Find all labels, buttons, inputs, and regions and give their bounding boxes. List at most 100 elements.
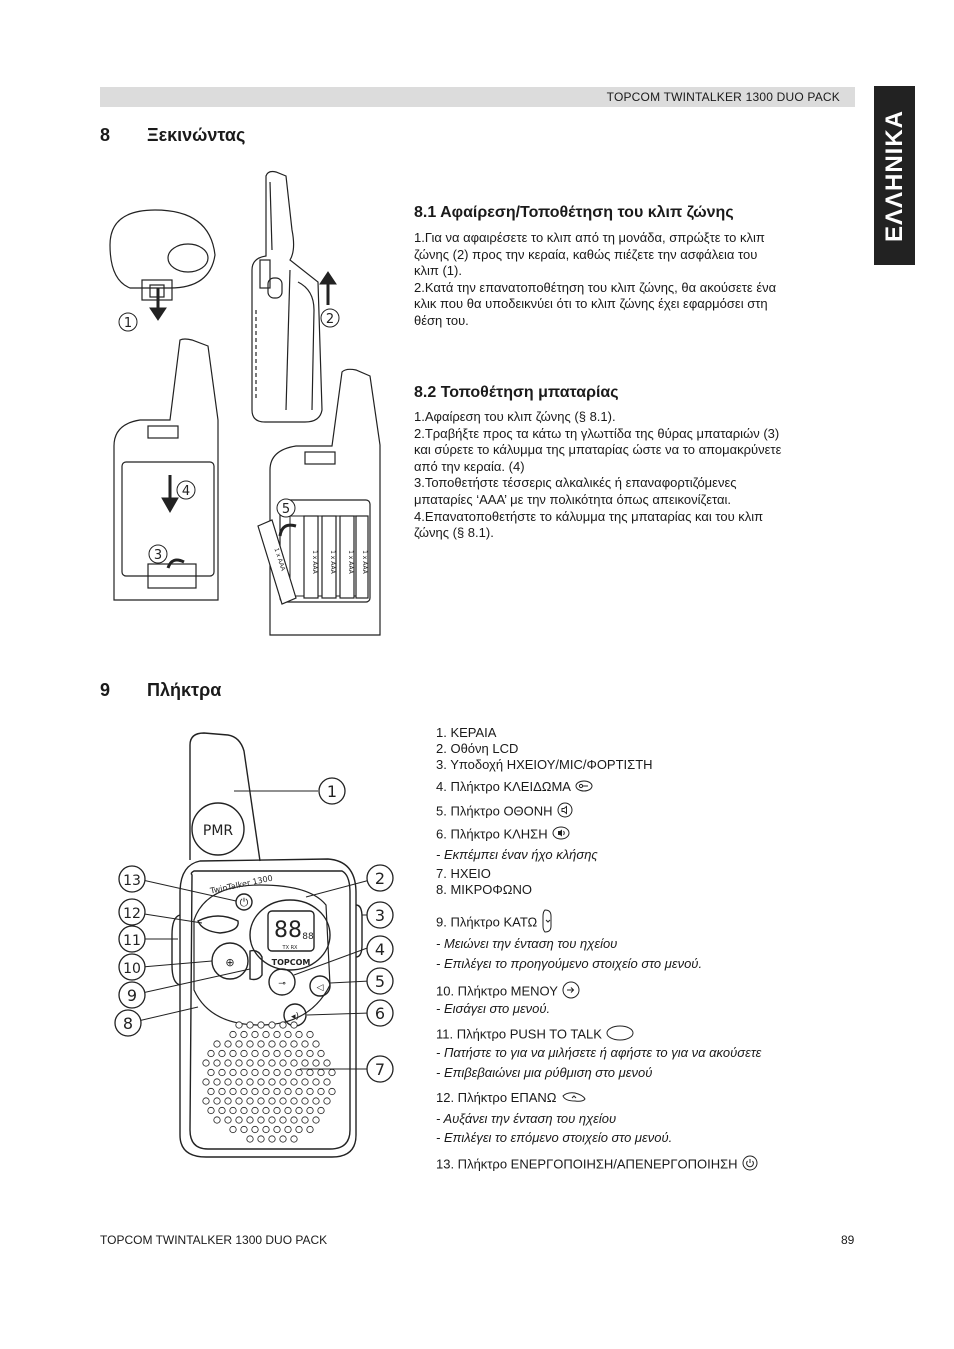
belt-clip-battery-illustration: 1 x AAA 1 x AAA 1 x AAA 1 x AAA 1 x AAA … bbox=[109, 170, 381, 636]
speaker-grille-hole bbox=[240, 1106, 248, 1115]
section-8-number: 8 bbox=[100, 125, 111, 145]
speaker-grille-hole bbox=[202, 1059, 210, 1067]
speaker-grille-hole bbox=[257, 1021, 265, 1029]
key-list-item: 8. ΜΙΚΡΟΦΩΝΟ bbox=[436, 882, 532, 898]
body-line: κλικ που θα υποδεικνύει ότι το κλιπ ζώνη… bbox=[414, 296, 768, 312]
speaker-grille-hole bbox=[240, 1030, 248, 1039]
speaker-grille-hole bbox=[317, 1049, 325, 1058]
speaker-grille-hole bbox=[295, 1030, 303, 1039]
brand-label: TOPCOM bbox=[272, 958, 311, 967]
speaker-grille-hole bbox=[301, 1097, 309, 1105]
page-number: 89 bbox=[841, 1233, 855, 1247]
speaker-grille-hole bbox=[262, 1030, 270, 1039]
speaker-grille-hole bbox=[207, 1106, 215, 1115]
key-list-item: 9. Πλήκτρο ΚΑΤΩ bbox=[436, 908, 553, 938]
speaker-grille-hole bbox=[257, 1040, 265, 1048]
speaker-grille-hole bbox=[279, 1135, 287, 1143]
body-line: κλιπ (1). bbox=[414, 263, 462, 279]
callout-2: 2 bbox=[326, 312, 334, 327]
speaker-grille-hole bbox=[312, 1078, 320, 1086]
key-list-item: 13. Πλήκτρο ΕΝΕΡΓΟΠΟΙΗΣΗ/ΑΠΕΝΕΡΓΟΠΟΙΗΣΗ bbox=[436, 1155, 758, 1175]
menu-icon bbox=[562, 981, 580, 1003]
key-list-item: 11. Πλήκτρο PUSH TO TALK bbox=[436, 1025, 634, 1045]
key-list-item: 12. Πλήκτρο ΕΠΑΝΩ bbox=[436, 1090, 587, 1107]
speaker-grille-hole bbox=[235, 1078, 243, 1086]
speaker-grille-hole bbox=[323, 1078, 331, 1086]
down-key-icon bbox=[541, 908, 553, 938]
speaker-grille-hole bbox=[246, 1078, 254, 1086]
speaker-grille-hole bbox=[246, 1116, 254, 1124]
subsection-8-2-body: 1.Αφαίρεση του κλιπ ζώνης (§ 8.1). 2.Τρα… bbox=[414, 409, 829, 542]
key-list-text: - Αυξάνει την ένταση του ηχείου bbox=[436, 1111, 617, 1126]
speaker-grille-hole bbox=[301, 1116, 309, 1124]
speaker-grille-hole bbox=[290, 1116, 298, 1124]
section-8-title: Ξεκινώντας bbox=[147, 125, 246, 145]
lcd-small-digits: 88 bbox=[302, 932, 314, 942]
speaker-grille-hole bbox=[229, 1068, 237, 1077]
battery-label: 1 x AAA bbox=[311, 550, 318, 575]
key-list-text: 6. Πλήκτρο ΚΛΗΣΗ bbox=[436, 826, 548, 842]
speaker-grille-hole bbox=[257, 1097, 265, 1105]
body-line: 2.Τραβήξτε προς τα κάτω τη γλωττίδα της … bbox=[414, 425, 780, 441]
speaker-grille-hole bbox=[317, 1106, 325, 1115]
key-description: - Εκπέμπει έναν ήχο κλήσης bbox=[436, 847, 598, 863]
subsection-8-1-title: 8.1 Αφαίρεση/Τοποθέτηση του κλιπ ζώνης bbox=[414, 204, 734, 221]
speaker-grille-hole bbox=[224, 1059, 232, 1067]
key-list-text: - Εισάγει στο μενού. bbox=[436, 1001, 551, 1016]
walkie-talkie-illustration: 1 2 3 4 5 6 7 8 9 10 11 12 13 PMR TwinTa… bbox=[114, 732, 394, 1158]
body-line: ζώνης (§ 8.1). bbox=[414, 525, 494, 541]
speaker-grille-hole bbox=[290, 1078, 298, 1086]
monitor-button-icon: ◁ bbox=[317, 983, 324, 993]
speaker-grille-hole bbox=[328, 1068, 336, 1077]
speaker-grille-hole bbox=[229, 1125, 237, 1134]
speaker-grille-hole bbox=[235, 1040, 243, 1048]
section-9-number: 9 bbox=[100, 680, 111, 700]
speaker-grille-hole bbox=[295, 1087, 303, 1096]
pmr-badge: PMR bbox=[203, 823, 234, 839]
speaker-grille-hole bbox=[229, 1049, 237, 1058]
speaker-grille-hole bbox=[284, 1106, 292, 1115]
device-callout-2: 2 bbox=[375, 869, 385, 888]
speaker-grille-hole bbox=[279, 1040, 287, 1048]
speaker-grille-hole bbox=[213, 1078, 221, 1086]
speaker-grille-hole bbox=[224, 1097, 232, 1105]
speaker-icon bbox=[557, 802, 573, 822]
speaker-grille-hole bbox=[262, 1087, 270, 1096]
speaker-grille-hole bbox=[312, 1040, 320, 1048]
key-list-text: 12. Πλήκτρο ΕΠΑΝΩ bbox=[436, 1090, 557, 1105]
speaker-grille-hole bbox=[246, 1040, 254, 1048]
speaker-grille-hole bbox=[295, 1125, 303, 1134]
key-list-text: 13. Πλήκτρο ΕΝΕΡΓΟΠΟΙΗΣΗ/ΑΠΕΝΕΡΓΟΠΟΙΗΣΗ bbox=[436, 1156, 738, 1172]
speaker-grille-hole bbox=[235, 1097, 243, 1105]
power-icon bbox=[742, 1155, 758, 1175]
speaker-grille-hole bbox=[218, 1049, 226, 1058]
lock-button-icon: ⊸ bbox=[278, 979, 286, 989]
speaker-grille-hole bbox=[279, 1078, 287, 1086]
speaker-grille-hole bbox=[273, 1030, 281, 1039]
speaker-grille-hole bbox=[306, 1125, 314, 1134]
key-list-text: - Επιβεβαιώνει μια ρύθμιση στο μενού bbox=[436, 1065, 653, 1080]
speaker-grille-hole bbox=[213, 1059, 221, 1067]
speaker-grille-hole bbox=[251, 1125, 259, 1134]
device-callout-13: 13 bbox=[123, 873, 141, 889]
device-callout-4: 4 bbox=[375, 940, 385, 959]
speaker-grille-hole bbox=[290, 1097, 298, 1105]
speaker-grille-hole bbox=[262, 1049, 270, 1058]
speaker-grille-hole bbox=[290, 1059, 298, 1067]
speaker-grille-hole bbox=[268, 1078, 276, 1086]
speaker-grille-hole bbox=[306, 1106, 314, 1115]
key-list-item: 10. Πλήκτρο ΜΕΝΟΥ bbox=[436, 981, 580, 1003]
key-list-text: - Μειώνει την ένταση του ηχείου bbox=[436, 936, 618, 951]
speaker-grille-hole bbox=[251, 1106, 259, 1115]
speaker-grille-hole bbox=[323, 1097, 331, 1105]
device-callout-3: 3 bbox=[375, 906, 385, 925]
key-list-text: 5. Πλήκτρο ΟΘΟΝΗ bbox=[436, 803, 553, 819]
key-list-item: 4. Πλήκτρο ΚΛΕΙΔΩΜΑ bbox=[436, 779, 593, 796]
speaker-grille-hole bbox=[306, 1068, 314, 1077]
speaker-grille-hole bbox=[240, 1049, 248, 1058]
call-button-icon: ◂) bbox=[291, 1012, 299, 1022]
speaker-grille-hole bbox=[284, 1030, 292, 1039]
key-list-item: 2. Οθόνη LCD bbox=[436, 741, 518, 757]
key-description: - Εισάγει στο μενού. bbox=[436, 1001, 550, 1017]
speaker-grille-hole bbox=[273, 1087, 281, 1096]
